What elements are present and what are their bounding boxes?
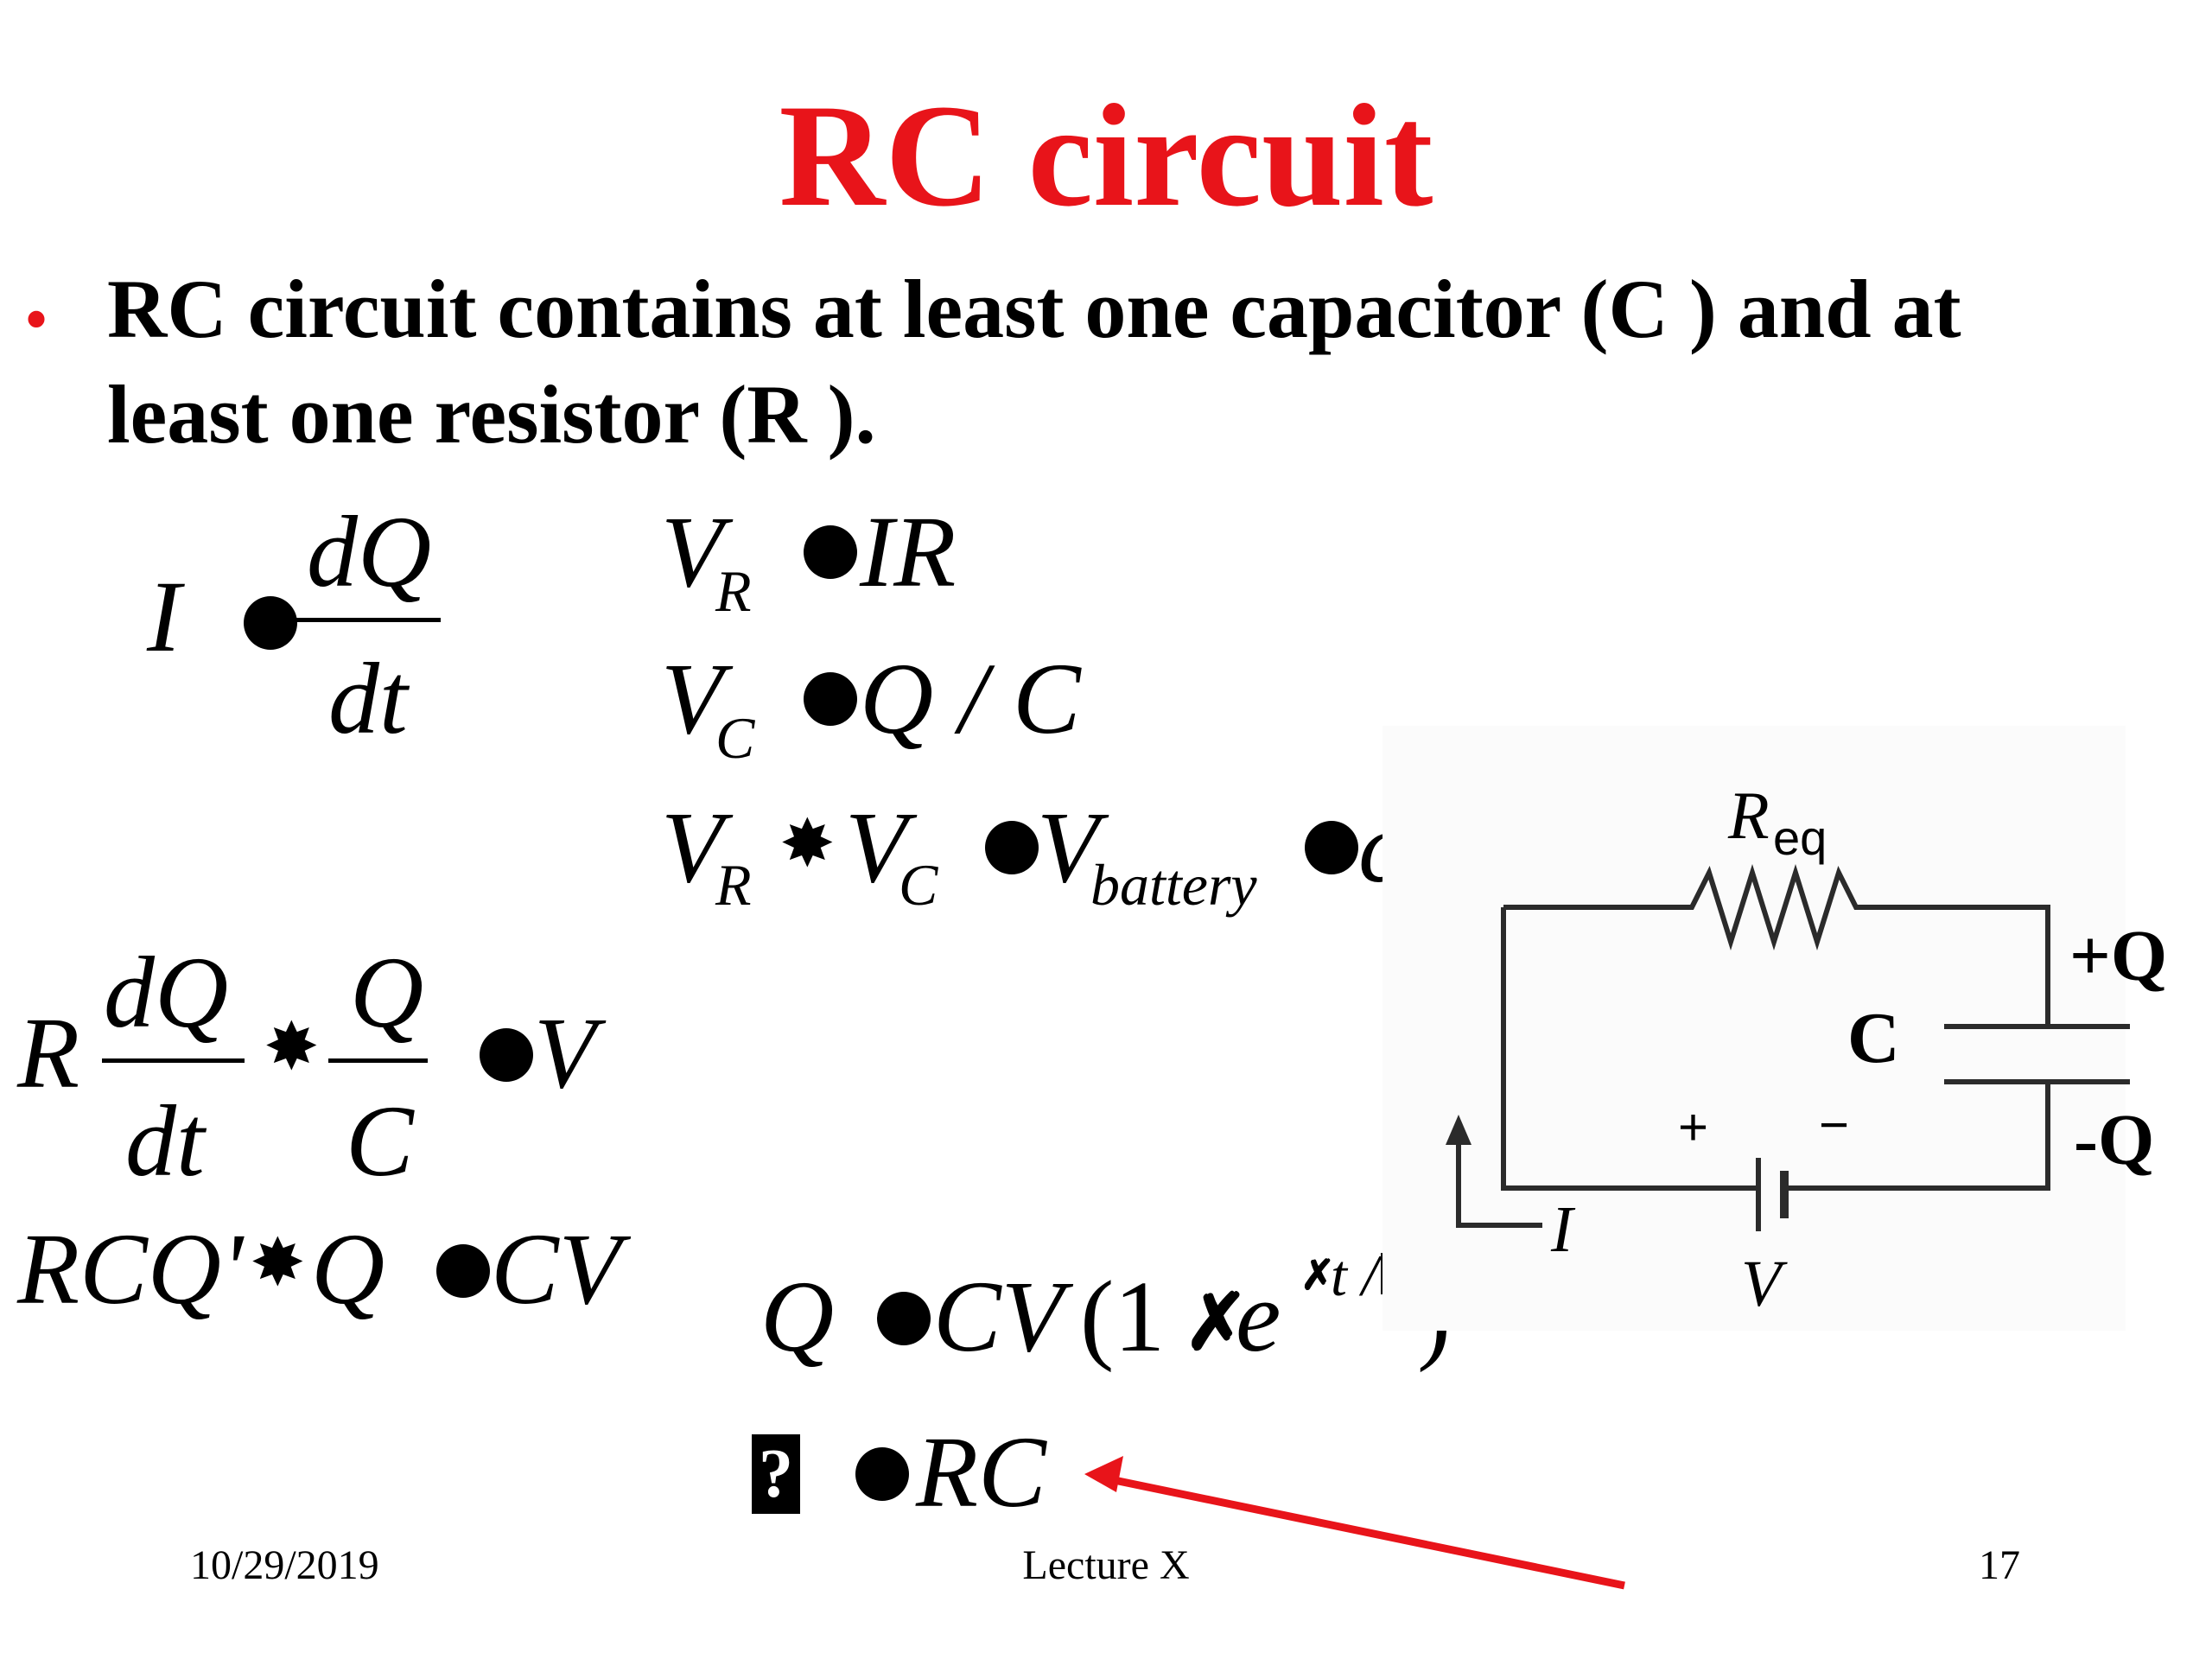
eq4-plus-glyph: ✸ [782, 811, 833, 878]
eq2-lhs: V [661, 495, 724, 608]
eq5-num1: dQ [104, 936, 229, 1049]
eq1-equals-glyph [244, 596, 297, 650]
eq7-exp: t / [1331, 1243, 1378, 1308]
eq2-rhs: IR [860, 495, 957, 608]
eq7-lhs: Q [760, 1260, 835, 1373]
eq6-rhs: CV [491, 1212, 621, 1325]
battery-minus-sign: − [1819, 1096, 1850, 1154]
eq3-equals-glyph [804, 672, 857, 726]
eq6-lhs: RCQ' [17, 1212, 244, 1325]
eq5-rhs: V [534, 996, 597, 1109]
eq7-paren-open: (1 [1080, 1260, 1166, 1373]
eq8-equals-glyph [855, 1447, 909, 1501]
eq7-rhs: CV [933, 1260, 1064, 1373]
bullet-text-line-1: RC circuit contains at least one capacit… [107, 263, 1961, 355]
eq4-v3: V [1037, 791, 1100, 904]
eq5-den1: dt [125, 1084, 205, 1198]
eq8-rhs: RC [916, 1415, 1046, 1529]
eq2-sub: R [715, 558, 752, 624]
eq5-r: R [17, 996, 80, 1109]
eq5-plus-glyph: ✸ [266, 1014, 317, 1081]
eq3-sub: C [715, 705, 755, 771]
eq5-den2: C [346, 1084, 414, 1198]
footer-page-number: 17 [1979, 1542, 2020, 1588]
eq3-rhs: Q / C [860, 642, 1081, 755]
eq5-equals-glyph [480, 1028, 533, 1082]
eq4-s2: C [899, 852, 938, 918]
eq1-lhs: I [147, 560, 181, 673]
eq7-equals-glyph [877, 1292, 931, 1345]
eq5-fraction-bar-1 [102, 1058, 245, 1063]
current-label: I [1551, 1193, 1573, 1266]
battery-plus-sign: + [1678, 1098, 1709, 1156]
minus-q-label: -Q [2074, 1100, 2155, 1180]
plus-q-label: +Q [2069, 916, 2168, 996]
bullet-marker: • [24, 282, 49, 358]
eq5-fraction-bar-2 [328, 1058, 428, 1063]
eq8-tau-glyph: ? [752, 1434, 800, 1514]
eq7-minus-glyph: ✗ [1184, 1281, 1249, 1366]
eq2-equals-glyph [804, 525, 857, 579]
eq4-v2: V [845, 791, 908, 904]
eq1-denominator: dt [328, 642, 408, 755]
eq4-equals-glyph-1 [985, 821, 1039, 874]
eq4-s1: R [715, 852, 752, 918]
eq4-s3: battery [1090, 852, 1257, 918]
footer-date: 10/29/2019 [190, 1542, 379, 1588]
eq7-e: e [1236, 1260, 1281, 1373]
slide-title: RC circuit [779, 74, 1433, 237]
capacitor-label: C [1847, 998, 1900, 1078]
eq1-fraction-bar [294, 618, 441, 622]
eq4-v1: V [661, 791, 724, 904]
resistor-sub: eq [1773, 810, 1827, 865]
eq6-mid: Q [311, 1212, 385, 1325]
resistor-label: R [1728, 778, 1770, 853]
eq1-numerator: dQ [307, 495, 432, 608]
eq3-lhs: V [661, 642, 724, 755]
eq5-num2: Q [350, 936, 424, 1049]
battery-voltage-label: V [1741, 1248, 1782, 1320]
eq6-equals-glyph [436, 1244, 490, 1298]
eq6-plus-glyph: ✸ [252, 1230, 303, 1297]
eq7-exp-minus-glyph: ✗ [1300, 1253, 1336, 1299]
footer-center: Lecture X [1022, 1542, 1190, 1588]
eq4-equals-glyph-2 [1305, 821, 1358, 874]
bullet-text-line-2: least one resistor (R ). [107, 368, 876, 461]
